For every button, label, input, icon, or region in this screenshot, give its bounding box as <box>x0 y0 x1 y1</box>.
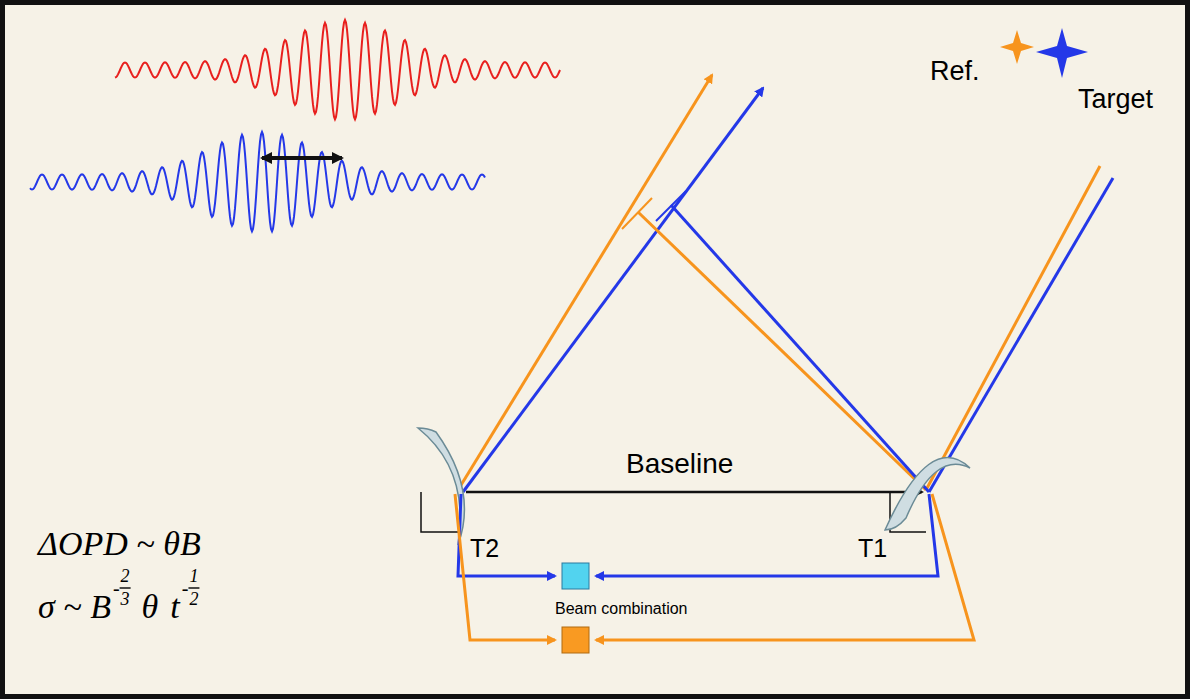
wavefront-tick <box>622 198 652 229</box>
formula: σ ~ B <box>38 590 111 624</box>
delay-arrow <box>262 156 342 160</box>
star-label: Ref. <box>930 58 980 85</box>
formula-exponent: - <box>182 578 189 598</box>
target-star <box>1036 28 1088 78</box>
light-ray <box>458 75 712 490</box>
baseline-arrow <box>466 491 922 494</box>
formula-exponent: - <box>113 578 120 598</box>
formula: θ <box>142 590 159 624</box>
beam-combiner <box>562 627 589 653</box>
formula-exponent: 2 <box>189 590 198 608</box>
light-ray <box>929 178 1113 492</box>
light-ray <box>926 166 1100 490</box>
telescope-mirror <box>885 458 970 530</box>
telescope-label: T1 <box>858 536 887 561</box>
wavefront-line <box>638 212 926 490</box>
formula: t <box>170 590 179 624</box>
baseline-label: Baseline <box>626 450 733 478</box>
wave-packet <box>30 132 485 231</box>
wavefront-line <box>671 205 929 492</box>
formula: ΔOPD ~ θB <box>38 527 201 561</box>
wavefront-tick <box>656 191 686 221</box>
fraction-bar <box>120 587 131 589</box>
formula-exponent: 3 <box>121 590 130 608</box>
wave-packet <box>115 20 560 119</box>
formula-exponent: 1 <box>189 567 198 585</box>
formula-exponent: 2 <box>121 567 130 585</box>
beam-path <box>458 494 555 576</box>
fraction-bar <box>188 587 199 589</box>
reference-star <box>1000 30 1034 64</box>
combiner-label: Beam combination <box>555 601 688 617</box>
telescope-label: T2 <box>470 536 499 561</box>
beam-path <box>455 494 555 640</box>
star-label: Target <box>1078 86 1153 113</box>
beam-path <box>596 494 938 576</box>
beam-combiner <box>562 563 589 589</box>
right-angle-mark <box>421 492 458 532</box>
beam-path <box>596 494 974 640</box>
